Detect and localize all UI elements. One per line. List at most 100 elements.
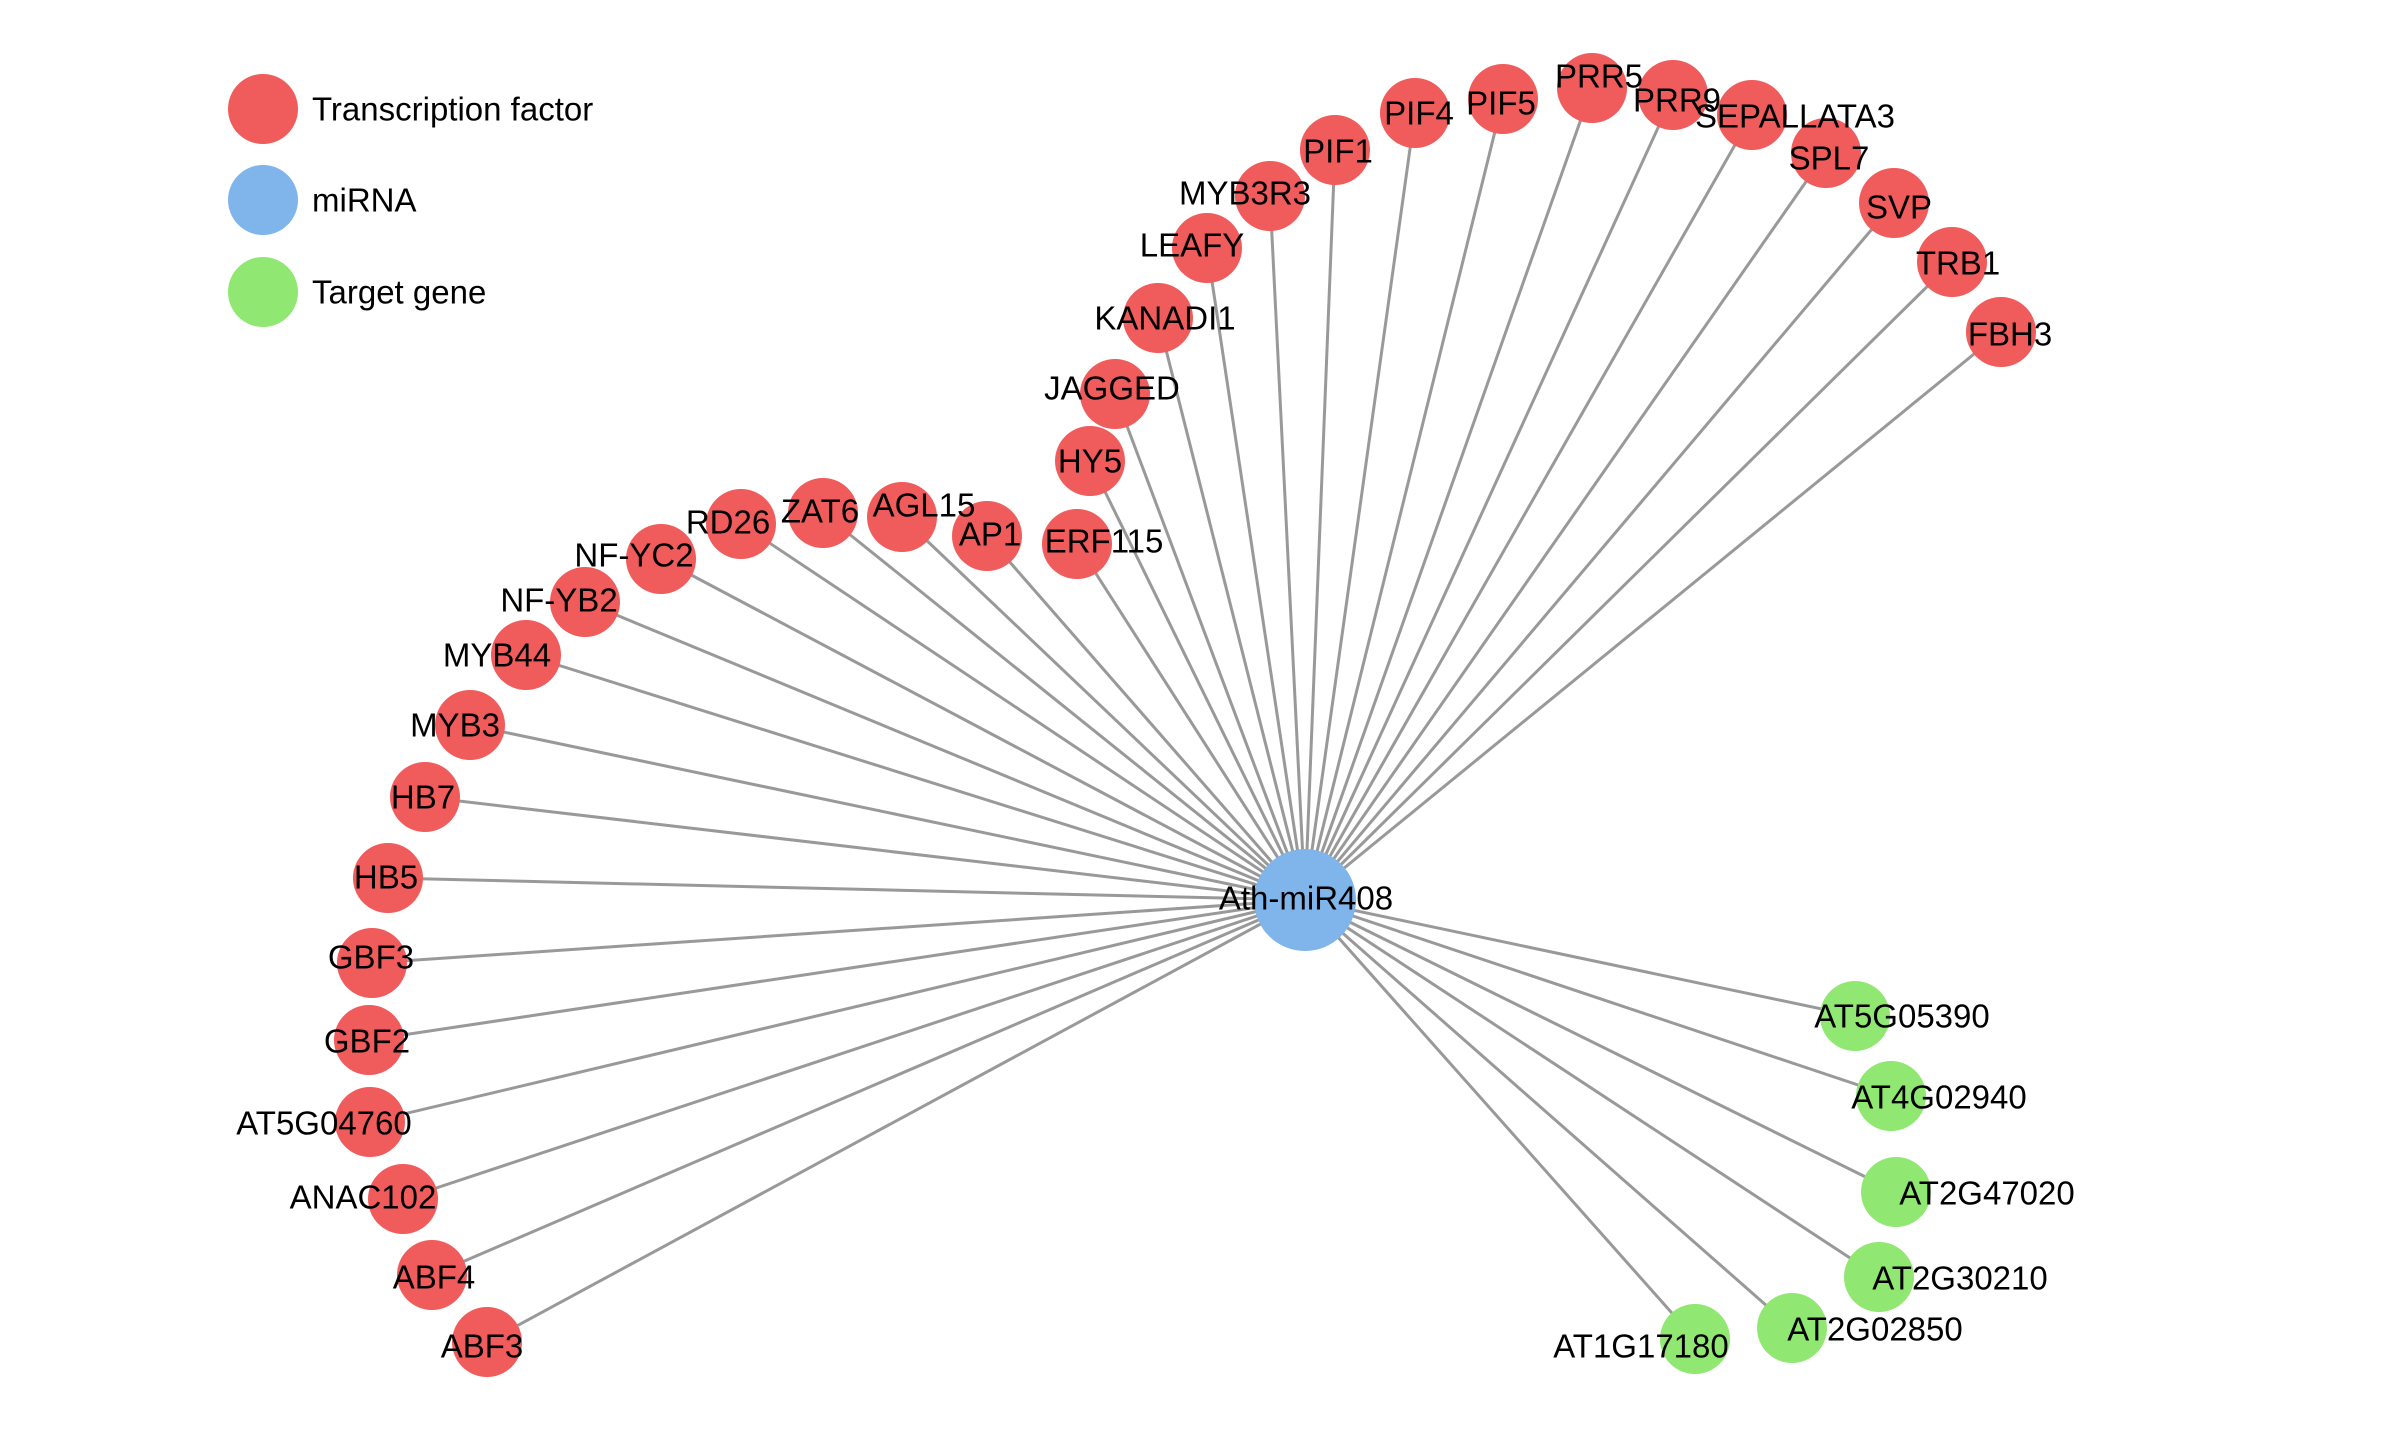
node-fbh3 bbox=[1966, 297, 2036, 367]
edge-at2g47020 bbox=[1304, 898, 1897, 1194]
edge-myb3r3 bbox=[1268, 195, 1307, 901]
node-label-zat6: ZAT6 bbox=[781, 493, 859, 530]
node-hb5 bbox=[353, 843, 423, 913]
edge-hy5 bbox=[1088, 460, 1307, 901]
node-agl15 bbox=[867, 482, 937, 552]
node-label-at5g05390: AT5G05390 bbox=[1814, 998, 1990, 1035]
node-label-agl15: AGL15 bbox=[873, 487, 976, 524]
node-label-myb44: MYB44 bbox=[443, 637, 551, 674]
edge-abf4 bbox=[431, 898, 1306, 1277]
node-hb7 bbox=[390, 762, 460, 832]
edge-myb3 bbox=[469, 723, 1306, 902]
node-label-at5g04760: AT5G04760 bbox=[236, 1105, 412, 1142]
legend-item-transcription-factor: Transcription factor bbox=[228, 74, 593, 144]
edge-at4g02940 bbox=[1304, 898, 1892, 1098]
edges bbox=[368, 87, 2002, 1344]
node-trb1 bbox=[1917, 227, 1987, 297]
node-label-gbf2: GBF2 bbox=[324, 1023, 410, 1060]
node-label-rd26: RD26 bbox=[686, 504, 770, 541]
edge-rd26 bbox=[740, 522, 1306, 902]
edge-zat6 bbox=[822, 511, 1306, 902]
edge-trb1 bbox=[1303, 260, 1954, 902]
legend-swatch-mirna bbox=[228, 165, 298, 235]
edge-pif5 bbox=[1303, 98, 1505, 901]
node-label-anac102: ANAC102 bbox=[290, 1179, 437, 1216]
node-spl7 bbox=[1791, 118, 1861, 188]
edge-abf3 bbox=[486, 898, 1306, 1344]
edge-at1g17180 bbox=[1303, 899, 1697, 1340]
node-prr5 bbox=[1557, 53, 1627, 123]
node-sepallata3 bbox=[1717, 80, 1787, 150]
edge-at5g05390 bbox=[1304, 898, 1856, 1018]
node-erf115 bbox=[1042, 509, 1112, 579]
node-label-prr9: PRR9 bbox=[1633, 82, 1721, 119]
node-label-myb3r3: MYB3R3 bbox=[1179, 175, 1311, 212]
node-at2g47020 bbox=[1861, 1157, 1931, 1227]
node-label-at1g17180: AT1G17180 bbox=[1553, 1328, 1729, 1365]
edge-gbf2 bbox=[368, 898, 1306, 1042]
node-label-pif1: PIF1 bbox=[1303, 133, 1373, 170]
node-at2g02850 bbox=[1757, 1293, 1827, 1363]
node-label-ap1: AP1 bbox=[959, 516, 1021, 553]
node-label-at4g02940: AT4G02940 bbox=[1851, 1079, 2027, 1116]
edge-leafy bbox=[1205, 247, 1307, 901]
edge-myb44 bbox=[525, 653, 1306, 902]
edge-svp bbox=[1303, 202, 1896, 901]
legend-label-transcription-factor: Transcription factor bbox=[312, 91, 593, 128]
node-label-jagged: JAGGED bbox=[1044, 370, 1180, 407]
legend-label-target-gene: Target gene bbox=[312, 274, 486, 311]
node-at1g17180 bbox=[1660, 1304, 1730, 1374]
node-zat6 bbox=[788, 478, 858, 548]
node-abf4 bbox=[397, 1240, 467, 1310]
edge-prr5 bbox=[1303, 87, 1594, 901]
edge-at2g02850 bbox=[1304, 898, 1793, 1330]
node-abf3 bbox=[452, 1307, 522, 1377]
node-label-hb7: HB7 bbox=[391, 779, 455, 816]
legend-swatch-target-gene bbox=[228, 257, 298, 327]
legend-item-target-gene: Target gene bbox=[228, 257, 486, 327]
node-label-leafy: LEAFY bbox=[1140, 227, 1245, 264]
edge-hb5 bbox=[387, 876, 1306, 902]
node-label-abf3: ABF3 bbox=[441, 1328, 524, 1365]
node-at5g04760 bbox=[335, 1087, 405, 1157]
edge-ap1 bbox=[985, 535, 1307, 901]
edge-jagged bbox=[1113, 393, 1307, 901]
edge-pif1 bbox=[1303, 149, 1337, 901]
node-ath-mir408 bbox=[1254, 849, 1356, 951]
node-label-abf4: ABF4 bbox=[393, 1259, 476, 1296]
edge-gbf3 bbox=[371, 898, 1306, 965]
node-kanadi1 bbox=[1123, 283, 1193, 353]
edge-anac102 bbox=[402, 898, 1306, 1201]
node-pif5 bbox=[1468, 64, 1538, 134]
legend-swatch-transcription-factor bbox=[228, 74, 298, 144]
node-at2g30210 bbox=[1844, 1242, 1914, 1312]
node-label-pif5: PIF5 bbox=[1466, 85, 1536, 122]
node-label-prr5: PRR5 bbox=[1555, 58, 1643, 95]
node-at5g05390 bbox=[1820, 981, 1890, 1051]
node-label-hy5: HY5 bbox=[1058, 443, 1122, 480]
edge-kanadi1 bbox=[1156, 317, 1307, 901]
node-prr9 bbox=[1638, 60, 1708, 130]
legend-label-mirna: miRNA bbox=[312, 182, 417, 219]
edge-at2g30210 bbox=[1304, 898, 1880, 1279]
node-gbf3 bbox=[337, 928, 407, 998]
edge-prr9 bbox=[1303, 94, 1675, 901]
node-label-hb5: HB5 bbox=[354, 859, 418, 896]
node-pif4 bbox=[1380, 78, 1450, 148]
node-pif1 bbox=[1300, 115, 1370, 185]
node-label-spl7: SPL7 bbox=[1789, 140, 1870, 177]
nodes bbox=[334, 53, 2036, 1377]
node-rd26 bbox=[706, 489, 776, 559]
edge-spl7 bbox=[1303, 152, 1828, 901]
edge-nf-yb2 bbox=[584, 600, 1306, 902]
node-label-pif4: PIF4 bbox=[1384, 95, 1454, 132]
node-label-fbh3: FBH3 bbox=[1968, 316, 2052, 353]
node-myb3 bbox=[435, 690, 505, 760]
node-myb3r3 bbox=[1235, 161, 1305, 231]
node-at4g02940 bbox=[1856, 1061, 1926, 1131]
node-myb44 bbox=[491, 620, 561, 690]
node-label-kanadi1: KANADI1 bbox=[1094, 300, 1235, 337]
node-nf-yc2 bbox=[626, 524, 696, 594]
node-label-sepallata3: SEPALLATA3 bbox=[1695, 98, 1895, 135]
